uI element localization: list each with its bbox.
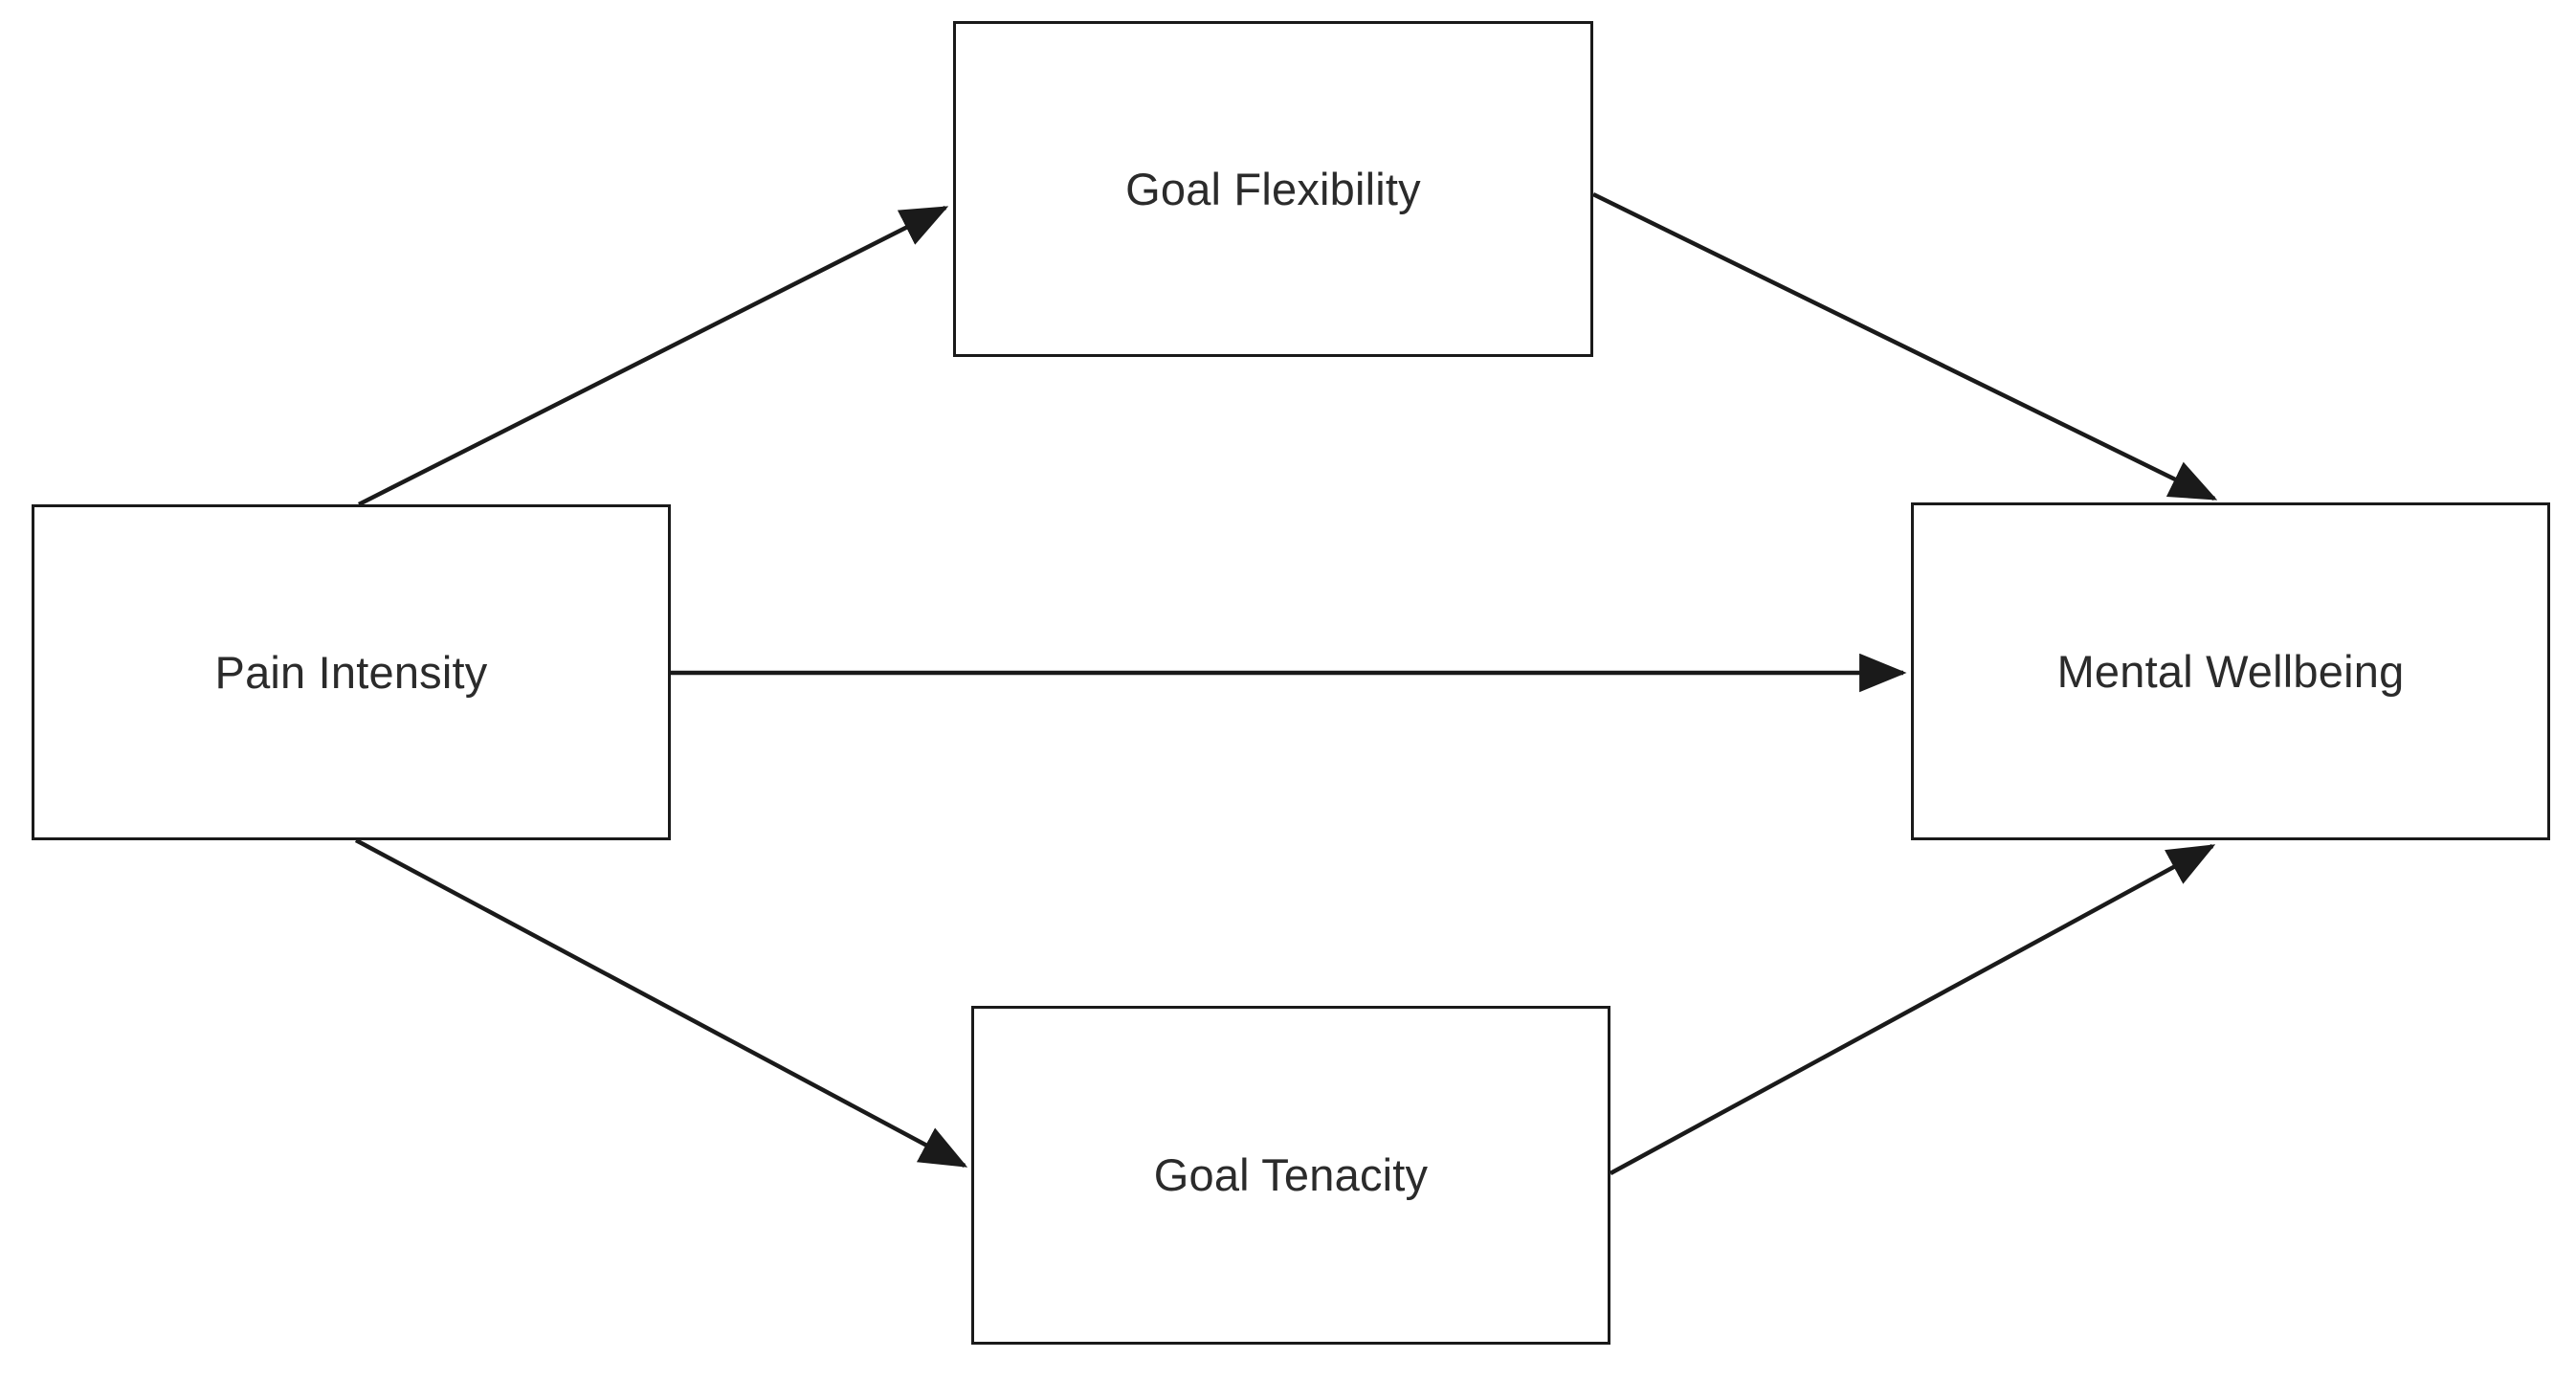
node-goal-tenacity-label: Goal Tenacity bbox=[1153, 1149, 1429, 1201]
node-goal-flexibility-label: Goal Flexibility bbox=[1125, 163, 1421, 214]
node-pain-intensity-label: Pain Intensity bbox=[214, 646, 488, 698]
edge-goal-tenacity-to-mental-wellbeing bbox=[1609, 844, 2216, 1175]
node-goal-tenacity[interactable]: Goal Tenacity bbox=[971, 1006, 1610, 1345]
edge-goal-flexibility-to-mental-wellbeing bbox=[1592, 191, 2218, 501]
node-mental-wellbeing-label: Mental Wellbeing bbox=[2056, 645, 2405, 697]
node-goal-flexibility[interactable]: Goal Flexibility bbox=[953, 21, 1593, 357]
node-mental-wellbeing[interactable]: Mental Wellbeing bbox=[1911, 502, 2550, 840]
edge-pain-to-goal-flexibility bbox=[357, 205, 949, 507]
node-pain-intensity[interactable]: Pain Intensity bbox=[32, 504, 671, 840]
edge-pain-to-goal-tenacity bbox=[354, 838, 968, 1168]
